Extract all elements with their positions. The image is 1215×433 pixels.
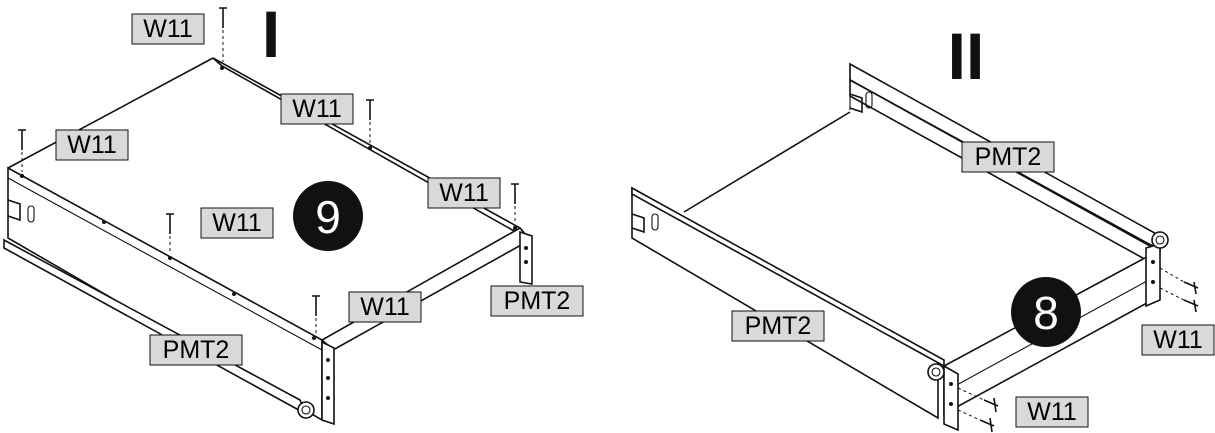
part-label: W11 bbox=[427, 177, 501, 209]
svg-text:W11: W11 bbox=[439, 179, 489, 207]
svg-text:8: 8 bbox=[1033, 287, 1059, 339]
screw bbox=[312, 295, 320, 334]
part-label: W11 bbox=[348, 291, 422, 323]
svg-text:W11: W11 bbox=[1153, 326, 1203, 354]
part-label: W11 bbox=[131, 13, 205, 45]
part-label: PMT2 bbox=[490, 285, 584, 317]
front-post bbox=[321, 340, 335, 426]
part-label: PMT2 bbox=[149, 334, 243, 366]
screw bbox=[366, 99, 374, 144]
screw bbox=[166, 213, 174, 254]
svg-text:PMT2: PMT2 bbox=[745, 312, 812, 340]
part-label: W11 bbox=[55, 129, 129, 161]
part-label: W11 bbox=[280, 93, 354, 125]
screw bbox=[18, 129, 26, 172]
part-label: PMT2 bbox=[961, 141, 1055, 173]
part-label: W11 bbox=[1015, 396, 1089, 428]
part-label: W11 bbox=[200, 207, 274, 239]
svg-text:W11: W11 bbox=[212, 209, 262, 237]
step-badge-right: 8 bbox=[1011, 277, 1081, 347]
svg-text:W11: W11 bbox=[1027, 398, 1077, 426]
left-assembly: I 9 W11 W11 W11 W11 W11 W11 PMT2 PMT2 bbox=[3, 0, 584, 426]
svg-text:W11: W11 bbox=[360, 293, 410, 321]
svg-text:W11: W11 bbox=[143, 15, 193, 43]
svg-text:PMT2: PMT2 bbox=[163, 336, 230, 364]
screw bbox=[957, 387, 999, 413]
right-post bbox=[519, 230, 533, 285]
panel-numeral-right: II bbox=[948, 19, 985, 93]
svg-text:PMT2: PMT2 bbox=[975, 143, 1042, 171]
right-assembly: II 8 PMT2 PMT2 W11 W11 bbox=[631, 19, 1215, 433]
front-side-panel bbox=[631, 186, 939, 420]
panel-numeral-left: I bbox=[262, 0, 280, 71]
screw bbox=[957, 409, 995, 433]
part-label: PMT2 bbox=[731, 310, 825, 342]
part-label: W11 bbox=[1141, 324, 1215, 356]
svg-text:W11: W11 bbox=[67, 131, 117, 159]
screw bbox=[219, 7, 227, 62]
screw bbox=[1159, 267, 1199, 295]
svg-text:W11: W11 bbox=[292, 95, 342, 123]
svg-text:PMT2: PMT2 bbox=[504, 287, 571, 315]
screw bbox=[1159, 287, 1199, 313]
front-panel bbox=[7, 166, 323, 422]
step-badge-left: 9 bbox=[293, 181, 363, 251]
svg-text:9: 9 bbox=[315, 191, 341, 243]
screw bbox=[511, 183, 519, 224]
